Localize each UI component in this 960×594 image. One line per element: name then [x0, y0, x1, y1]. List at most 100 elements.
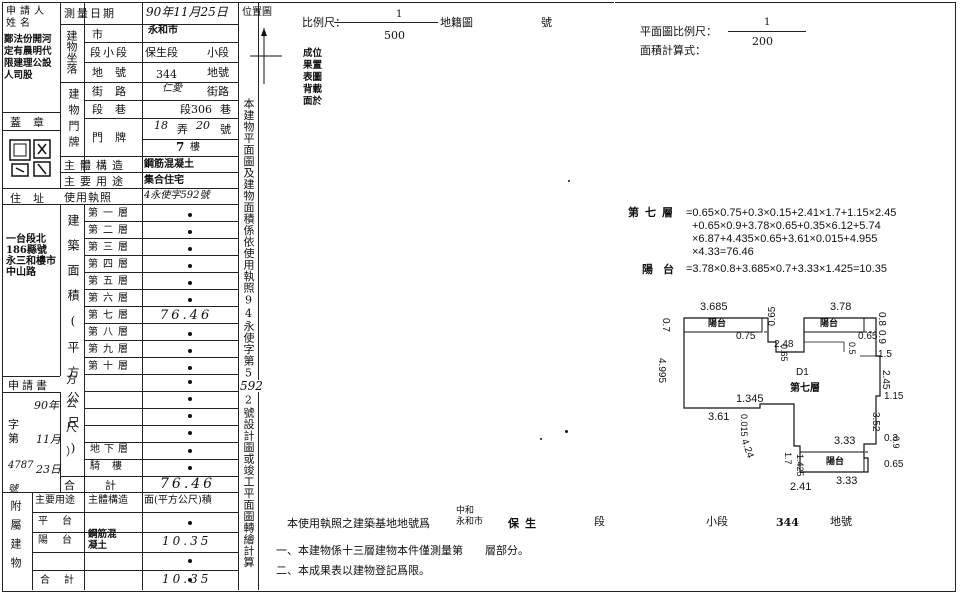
floor-row-label: 第四層: [88, 259, 133, 270]
plan-label-d05: 0.5: [847, 342, 857, 355]
floor-row-dot: [188, 213, 192, 217]
plan-label-d4995: 4.995: [656, 358, 667, 384]
floor-row-dot: [188, 281, 192, 285]
form-col-3: [142, 2, 143, 590]
floor7-formula-l1: =0.65×0.75+0.3×0.15+2.41×1.7+1.15×2.45: [686, 207, 897, 219]
attached-row-value: 10.35: [162, 534, 212, 548]
floor-row-dot: [188, 349, 192, 353]
plan-label-d0015: 0.015: [739, 414, 749, 437]
floor-plan-svg: [683, 317, 881, 473]
scale-numerator: 1: [396, 9, 403, 20]
attached-row-use: 陽台: [38, 535, 86, 546]
form-col-1: [60, 2, 61, 188]
floor-value: 7: [176, 140, 185, 154]
area-unit-char: 尺: [66, 421, 77, 434]
door-plate-label: 建物門牌: [67, 88, 80, 152]
floor-row-dot: [188, 366, 192, 370]
scale-denominator: 500: [384, 29, 405, 42]
plan-label-d352: 3.52: [870, 412, 881, 432]
scale-fraction-line: [334, 22, 438, 23]
floor-row-label: 第九層: [88, 344, 133, 355]
app-year: 90年: [34, 399, 59, 412]
underground-dot: [188, 449, 192, 453]
floor-row-dot: [188, 264, 192, 268]
area-unit-char: 方: [66, 373, 77, 386]
plan-label-d15: 1.5: [878, 349, 892, 360]
note1: 一、本建物係十三層建物本件僅測量第 層部分。: [276, 544, 529, 557]
plan-label-balcony-bot: 陽台: [826, 457, 845, 467]
floor-suffix: 樓: [190, 142, 200, 153]
city-label: 市: [92, 28, 103, 41]
speck: [565, 430, 568, 433]
plan-label-d09: 0.9: [876, 330, 887, 344]
plan-label-d03: 0.3: [884, 433, 898, 444]
lot-suffix: 地號: [207, 66, 229, 79]
lot-value: 344: [156, 68, 177, 81]
area-label: 建築面積(平方公尺): [66, 214, 80, 468]
handwritten-592: 592: [240, 379, 263, 393]
address-label: 住址: [10, 192, 56, 205]
attached-row-structure: 鋼筋混凝土: [88, 529, 117, 551]
cert-lot-suffix: 地號: [830, 515, 852, 528]
main-structure-value: 鋼筋混凝土: [144, 159, 194, 170]
plan-label-d1345: 1.345: [736, 393, 764, 405]
form-col-att: [32, 492, 33, 590]
lane-value: 段306: [180, 103, 212, 116]
empty-row-dot: [188, 431, 192, 435]
right-panel-boundary: [614, 2, 615, 502]
attached-row-dot: [188, 521, 192, 525]
survey-date-label: 測量日期: [64, 7, 116, 20]
cert-line: 本使用執照之建築基地地號爲: [287, 517, 430, 530]
floor7-formula-l2: +0.65×0.9+3.78×0.65+0.35×6.12+5.74: [692, 220, 881, 232]
plan-label-d065b: 0.65: [858, 331, 878, 342]
alley-value: 18: [154, 119, 168, 132]
attached-row-dot: [188, 559, 192, 563]
empty-row-dot: [188, 414, 192, 418]
main-use-value: 集合住宅: [144, 175, 184, 186]
floor7-formula-l4: ×4.33=76.46: [692, 246, 754, 258]
floor-row-dot: [188, 298, 192, 302]
vertical-notice: 本建物平面圖及建物面積係依使用執照94永使字第592號設計圖或竣工平面圖轉繪計算: [242, 98, 255, 568]
attached-header-use: 主要用途: [35, 495, 75, 506]
plan-label-d248: 2.48: [774, 339, 794, 350]
floor-row-label: 第三層: [88, 242, 133, 253]
floor-row-value: 76.46: [160, 308, 213, 323]
plan-label-d065a: 0.65: [767, 306, 778, 326]
form-col-att2: [84, 492, 85, 590]
plan-label-d241: 2.41: [790, 481, 812, 493]
number-value: 20: [196, 119, 210, 132]
balcony-formula: =3.78×0.8+3.685×0.7+3.33×1.425=10.35: [686, 263, 887, 275]
applicant-label: 申請人姓名: [6, 6, 48, 29]
rooftop-label: 騎樓: [90, 461, 134, 472]
footnote-stamp: 成位果置表圖背載面於: [303, 48, 323, 107]
cert-city-sub: 中和: [456, 506, 475, 516]
balcony-label: 陽台: [642, 263, 684, 276]
underground-label: 地下層: [90, 444, 132, 455]
area-unit-char: ）: [66, 445, 77, 458]
subsection-suffix: 小段: [207, 46, 229, 59]
floor-row-dot: [188, 332, 192, 336]
floor-row-label: 第六層: [88, 293, 133, 304]
attached-row-dot: [188, 578, 192, 582]
floor-row-label: 第八層: [88, 327, 133, 338]
seal-stamp: [8, 136, 54, 180]
attached-header-structure: 主體構造: [88, 495, 128, 506]
plan-scale-label: 平面圖比例尺：: [640, 25, 717, 38]
main-use-label: 主要用途: [64, 175, 128, 188]
plan-label-d09b: 0.9: [891, 436, 901, 449]
plan-label-d08: 0.8: [876, 312, 887, 326]
app-number: 4787號: [8, 460, 34, 495]
attached-header-area: 面(平方公尺)積: [144, 495, 212, 506]
lane-suffix: 巷: [220, 103, 231, 116]
plan-label-d245: 2.45: [880, 370, 891, 390]
cert-duan: 段: [594, 515, 605, 528]
plan-label-d378: 3.78: [830, 301, 852, 313]
total-label: 合計: [64, 479, 146, 492]
attached-label: 附屬建物: [9, 500, 22, 576]
plan-label-d1425: 1.425: [795, 454, 805, 477]
app-day: 23日: [36, 463, 61, 476]
plan-label-balcony-tr: 陽台: [820, 319, 839, 329]
speck: [568, 180, 570, 182]
